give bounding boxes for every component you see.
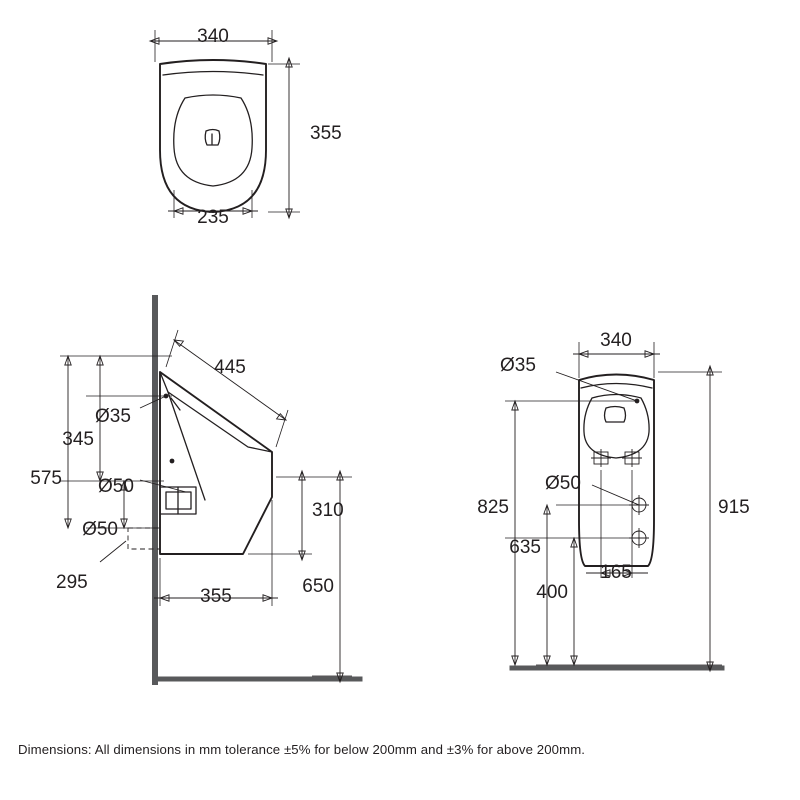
dim-label-d50-front: Ø50 <box>545 473 581 494</box>
dim-label-d50-side-top: Ø50 <box>98 476 134 497</box>
dim-label-355-side: 355 <box>200 586 232 607</box>
dim-label-650: 650 <box>302 576 334 597</box>
dim-label-310: 310 <box>312 500 344 521</box>
front-elevation-detail-view: 340 Ø35 Ø50 165 825 <box>477 330 750 673</box>
dim-label-915: 915 <box>718 497 750 518</box>
dim-label-400: 400 <box>536 582 568 603</box>
dim-label-355: 355 <box>310 123 342 144</box>
fixing-point-left <box>591 449 611 467</box>
dim-label-345: 345 <box>62 429 94 450</box>
dim-label-235: 235 <box>197 207 229 228</box>
side-section-view: 445 Ø35 Ø50 295 <box>30 295 363 685</box>
dim-label-340-bottom: 340 <box>600 330 632 351</box>
dim-label-165: 165 <box>600 562 632 583</box>
dim-label-d35-front: Ø35 <box>500 355 536 376</box>
dim-label-445: 445 <box>214 357 246 378</box>
dim-label-d50-side-bottom: 295 <box>56 572 88 593</box>
dim-label-d35-side: Ø35 <box>95 406 131 427</box>
dim-label-340-top: 340 <box>197 26 229 47</box>
dimensions-footnote: Dimensions: All dimensions in mm toleran… <box>18 742 586 757</box>
dim-label-635: 635 <box>509 537 541 558</box>
dim-label-825: 825 <box>477 497 509 518</box>
dim-label-575: 575 <box>30 468 62 489</box>
fixing-point-right <box>622 449 642 467</box>
front-elevation-view: 340 355 235 <box>148 26 342 228</box>
dim-label-295: Ø50 <box>82 519 118 540</box>
